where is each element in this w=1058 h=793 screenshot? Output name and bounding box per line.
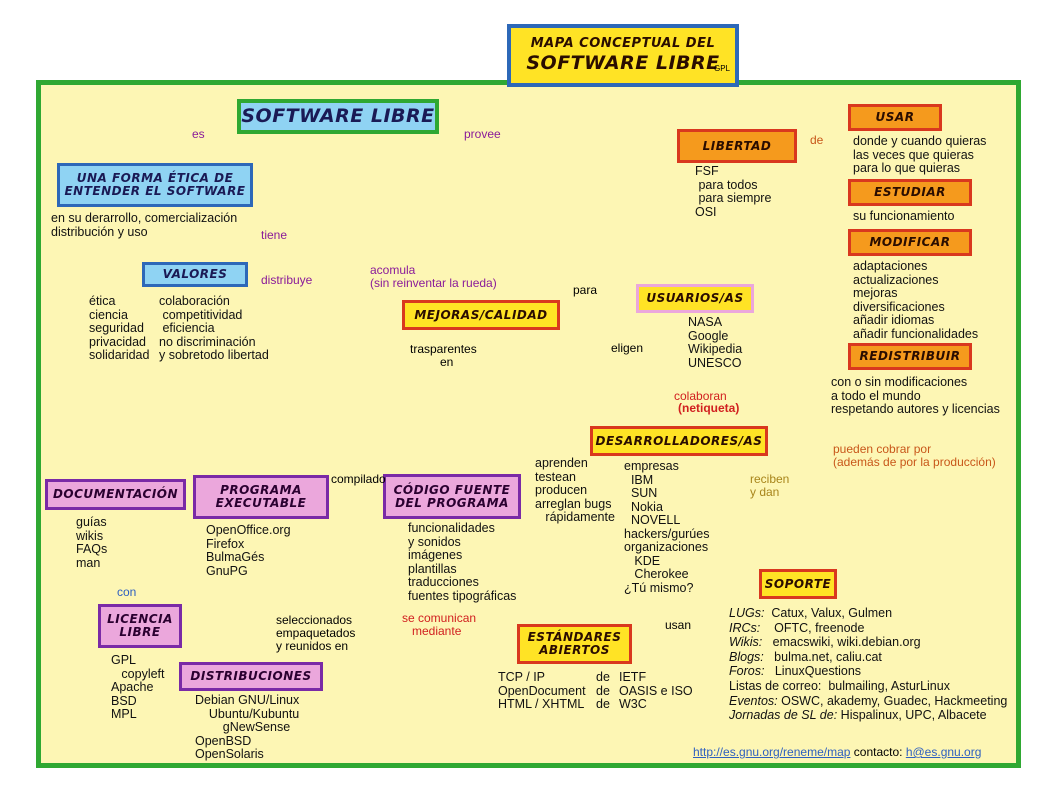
desarrolladores-desc: empresas IBM SUN Nokia NOVELL hackers/gu… [624,459,710,595]
node-desarrolladores[interactable]: DESARROLLADORES/AS [590,426,768,456]
node-usar[interactable]: USAR [848,104,942,131]
label-colaboran: colaboran [674,389,727,403]
modificar-desc: adaptaciones actualizaciones mejoras div… [853,259,979,341]
label-de: de [810,133,824,147]
node-programa[interactable]: PROGRAMA EXECUTABLE [193,475,329,519]
forma-etica-desc: en su derarrollo, comercialización distr… [51,211,238,239]
label-netiqueta: (netiqueta) [678,401,740,415]
estandares-col2: de de de [596,670,610,711]
libertad-desc: FSF para todos para siempre OSI [695,164,772,219]
label-seleccionados: seleccionados empaquetados y reunidos en [276,613,356,653]
label-compilado: compilado [331,472,386,486]
licencia-desc: GPL copyleft Apache BSD MPL [111,653,165,721]
soporte-key: Wikis: [729,635,763,650]
usar-desc: donde y cuando quieras las veces que qui… [853,134,987,175]
node-forma-etica[interactable]: UNA FORMA ÉTICA DE ENTENDER EL SOFTWARE [57,163,253,207]
node-usuarios[interactable]: USUARIOS/AS [636,284,754,313]
node-valores[interactable]: VALORES [142,262,248,287]
header-title-line2: SOFTWARE LIBRE [526,52,720,75]
valores-col1: ética ciencia seguridad privacidad solid… [89,294,150,362]
node-documentacion[interactable]: DOCUMENTACIÓN [45,479,186,510]
estandares-col1: TCP / IP OpenDocument HTML / XHTML [498,670,586,711]
soporte-value: Catux, Valux, Gulmen [764,606,893,620]
estandares-col3: IETF OASIS e ISO W3C [619,670,693,711]
soporte-line: Jornadas de SL de: Hispalinux, UPC, Alba… [729,708,1007,723]
node-codigo[interactable]: CÓDIGO FUENTE DEL PROGRAMA [383,474,521,519]
soporte-value: OFTC, freenode [760,620,865,635]
footer-url-link[interactable]: http://es.gnu.org/reneme/map [693,745,851,759]
label-acomula: acomula (sin reinventar la rueda) [370,263,497,290]
label-es: es [192,127,205,141]
label-distribuye: distribuye [261,273,313,287]
soporte-line: Foros: LinuxQuestions [729,664,1007,679]
valores-col2: colaboración competitividad eficiencia n… [159,294,269,362]
node-estandares[interactable]: ESTÁNDARES ABIERTOS [517,624,632,664]
label-se-comunican: se comunican mediante [402,611,477,638]
soporte-line: LUGs: Catux, Valux, Gulmen [729,606,1007,621]
node-modificar[interactable]: MODIFICAR [848,229,972,256]
codigo-desc: funcionalidades y sonidos imágenes plant… [408,521,517,603]
header-title: MAPA CONCEPTUAL DEL SOFTWARE LIBRE [507,24,739,87]
label-provee: provee [464,127,501,141]
soporte-value: LinuxQuestions [764,664,862,679]
soporte-key: IRCs: [729,620,761,635]
soporte-key: Jornadas de SL de: [729,708,838,723]
label-usan: usan [665,618,692,632]
soporte-key: Blogs: [729,649,764,664]
soporte-value: OSWC, akademy, Guadec, Hackmeeting [777,693,1008,708]
soporte-value: emacswiki, wiki.debian.org [762,635,921,650]
label-tiene: tiene [261,228,288,242]
soporte-value: Listas de correo: bulmailing, AsturLinux [729,678,950,693]
node-distribuciones[interactable]: DISTRIBUCIONES [179,662,323,691]
label-eligen: eligen [611,341,644,355]
label-trasparentes: trasparentes en [410,342,477,369]
programa-desc: OpenOffice.org Firefox BulmaGés GnuPG [206,523,291,578]
estudiar-desc: su funcionamiento [853,209,955,223]
footer-email-link[interactable]: h@es.gnu.org [905,745,982,759]
node-software-libre[interactable]: SOFTWARE LIBRE [237,99,439,134]
gpl-mark: GPL [714,64,731,73]
label-pueden-cobrar: pueden cobrar por (además de por la prod… [833,442,996,469]
desarrolladores-left: aprenden testean producen arreglan bugs … [535,456,615,524]
label-para: para [573,283,598,297]
footer: http://es.gnu.org/reneme/map contacto: h… [693,745,981,759]
soporte-key: Foros: [729,664,765,679]
node-licencia[interactable]: LICENCIA LIBRE [98,604,182,648]
label-con: con [117,585,137,599]
node-estudiar[interactable]: ESTUDIAR [848,179,972,206]
soporte-line: Blogs: bulma.net, caliu.cat [729,650,1007,665]
soporte-line: Listas de correo: bulmailing, AsturLinux [729,679,1007,694]
label-reciben: reciben y dan [750,472,790,499]
node-soporte[interactable]: SOPORTE [759,569,837,599]
footer-contact-label: contacto: [853,745,903,759]
distribuciones-desc: Debian GNU/Linux Ubuntu/Kubuntu gNewSens… [195,693,300,761]
soporte-key: LUGs: [729,606,765,620]
soporte-line: Eventos: OSWC, akademy, Guadec, Hackmeet… [729,694,1007,709]
documentacion-desc: guías wikis FAQs man [76,515,108,570]
header-title-line1: MAPA CONCEPTUAL DEL [530,35,716,51]
redistribuir-desc: con o sin modificaciones a todo el mundo… [831,375,1000,416]
node-libertad[interactable]: LIBERTAD [677,129,797,163]
soporte-line: IRCs: OFTC, freenode [729,621,1007,636]
soporte-key: Eventos: [729,693,778,708]
soporte-value: bulma.net, caliu.cat [763,649,882,664]
node-mejoras[interactable]: MEJORAS/CALIDAD [402,300,560,330]
soporte-value: Hispalinux, UPC, Albacete [837,708,987,723]
node-redistribuir[interactable]: REDISTRIBUIR [848,343,972,370]
soporte-line: Wikis: emacswiki, wiki.debian.org [729,635,1007,650]
usuarios-desc: NASA Google Wikipedia UNESCO [688,315,743,370]
